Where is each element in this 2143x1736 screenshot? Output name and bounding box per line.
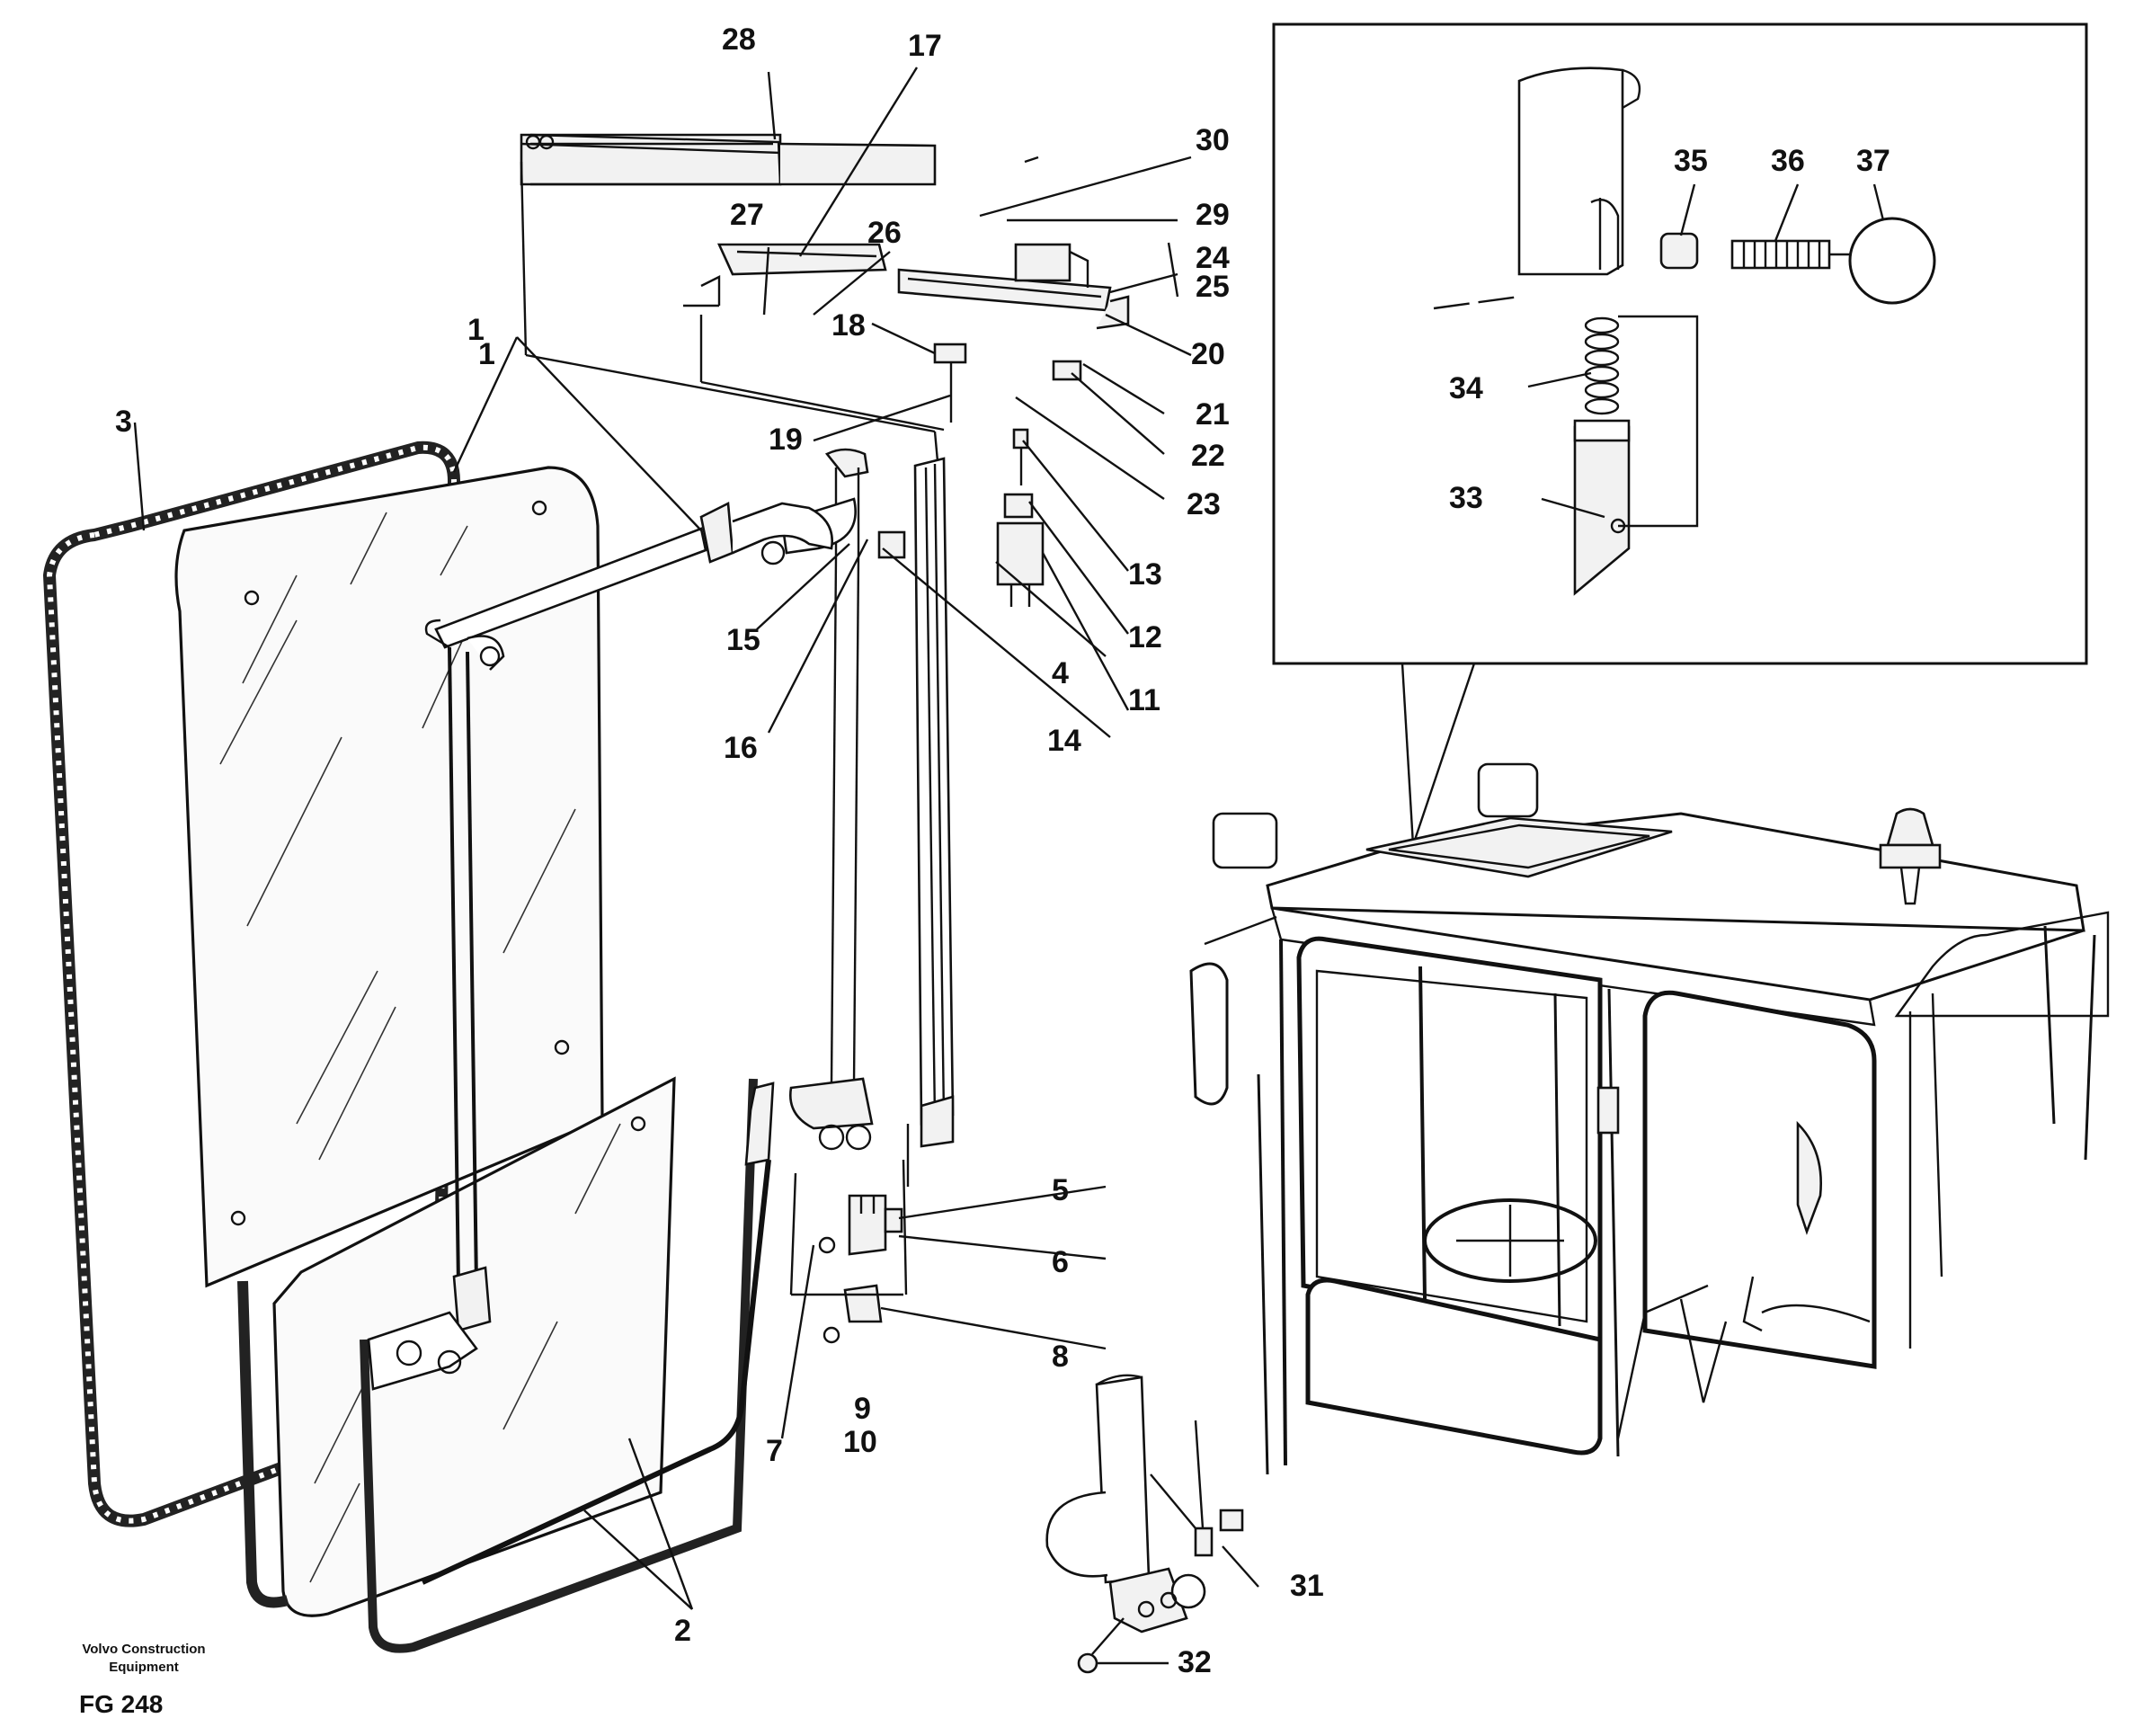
callout-14: 14 xyxy=(1047,724,1081,758)
callout-1-upper: 1 xyxy=(467,313,485,347)
callout-4: 4 xyxy=(1052,656,1069,690)
callout-15: 15 xyxy=(726,623,760,657)
callout-34: 34 xyxy=(1449,371,1483,405)
callout-32: 32 xyxy=(1178,1645,1212,1679)
spring-34 xyxy=(1584,316,1620,415)
callout-37: 37 xyxy=(1856,144,1890,178)
callout-5: 5 xyxy=(1052,1173,1069,1207)
callout-21: 21 xyxy=(1196,397,1230,432)
detail-inset xyxy=(1272,22,2088,846)
callout-17: 17 xyxy=(908,29,942,63)
callout-24: 24 xyxy=(1196,241,1230,275)
callout-30: 30 xyxy=(1196,123,1230,157)
callout-7: 7 xyxy=(766,1434,783,1468)
publisher-line-2: Equipment xyxy=(109,1660,179,1675)
callout-26: 26 xyxy=(867,216,902,250)
callout-6: 6 xyxy=(1052,1245,1069,1279)
publisher-line-1: Volvo Construction xyxy=(82,1642,206,1657)
callout-11: 11 xyxy=(1128,683,1160,717)
spring-36 xyxy=(1730,239,1831,270)
callout-18: 18 xyxy=(831,308,866,343)
callout-20: 20 xyxy=(1191,337,1225,371)
callout-9: 9 xyxy=(854,1392,871,1426)
callout-35: 35 xyxy=(1674,144,1708,178)
callout-36: 36 xyxy=(1771,144,1805,178)
cab-illustration xyxy=(1189,762,2110,1475)
upper-window-glass-1 xyxy=(174,466,604,1288)
callout-33: 33 xyxy=(1449,481,1483,515)
linkage-rod xyxy=(780,448,906,1151)
vertical-channel-4 xyxy=(906,457,955,1187)
small-parts-11-13 xyxy=(996,428,1045,607)
callout-19: 19 xyxy=(769,423,803,457)
callout-23: 23 xyxy=(1187,487,1221,521)
callout-31: 31 xyxy=(1290,1569,1324,1603)
callout-8: 8 xyxy=(1052,1340,1069,1374)
callout-13: 13 xyxy=(1128,557,1162,592)
callout-12: 12 xyxy=(1128,620,1162,654)
lower-brackets xyxy=(789,1159,908,1344)
lock-mechanism xyxy=(1045,1374,1244,1674)
callout-10: 10 xyxy=(843,1425,877,1459)
regulator-arm-1 xyxy=(367,501,834,1391)
upper-guide-rails xyxy=(683,243,1130,432)
wiper-arm-assembly xyxy=(520,133,1039,482)
callout-labels: 1 1 2 3 4 5 6 7 8 9 10 11 12 13 14 15 16… xyxy=(115,22,1890,1679)
callout-25: 25 xyxy=(1196,270,1230,304)
callout-1-lower: 1 xyxy=(478,337,495,371)
callout-2: 2 xyxy=(674,1614,691,1648)
callout-16: 16 xyxy=(724,731,758,765)
callout-28: 28 xyxy=(722,22,756,57)
figure-code: FG 248 xyxy=(79,1690,164,1718)
callout-29: 29 xyxy=(1196,198,1230,232)
callout-3: 3 xyxy=(115,405,132,439)
callout-27: 27 xyxy=(730,198,764,232)
leader-lines xyxy=(133,67,1885,1665)
callout-22: 22 xyxy=(1191,439,1225,473)
